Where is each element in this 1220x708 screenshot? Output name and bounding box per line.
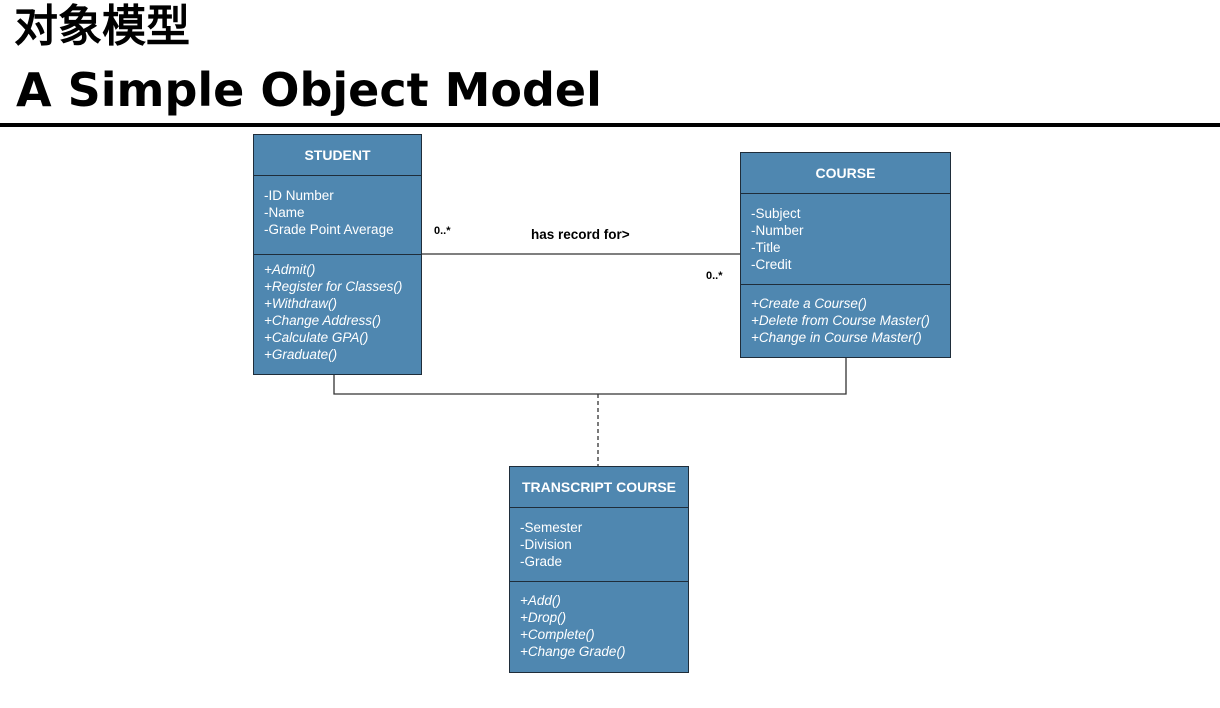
operation: +Admit()	[264, 262, 316, 277]
operation: +Change Address()	[264, 313, 381, 328]
class-student-operations: +Admit() +Register for Classes() +Withdr…	[254, 255, 421, 363]
operation: +Drop()	[520, 610, 567, 625]
class-course-attributes: -Subject -Number -Title -Credit	[741, 194, 950, 285]
class-transcript-course-operations: +Add() +Drop() +Complete() +Change Grade…	[510, 582, 688, 660]
attribute: -Grade	[520, 554, 563, 569]
operation: +Withdraw()	[264, 296, 338, 311]
class-transcript-course[interactable]: TRANSCRIPT COURSE -Semester -Division -G…	[509, 466, 689, 673]
class-student-name: STUDENT	[254, 135, 421, 176]
attribute: -ID Number	[264, 188, 334, 203]
class-course-operations: +Create a Course() +Delete from Course M…	[741, 285, 950, 346]
class-student-attributes: -ID Number -Name -Grade Point Average	[254, 176, 421, 255]
multiplicity-student: 0..*	[434, 225, 451, 237]
attribute: -Name	[264, 205, 305, 220]
class-course[interactable]: COURSE -Subject -Number -Title -Credit +…	[740, 152, 951, 358]
attribute: -Division	[520, 537, 572, 552]
operation: +Complete()	[520, 627, 595, 642]
class-transcript-course-attributes: -Semester -Division -Grade	[510, 508, 688, 582]
operation: +Graduate()	[264, 347, 338, 362]
operation: +Create a Course()	[751, 296, 867, 311]
association-label: has record for>	[531, 227, 630, 242]
association-class-connector	[333, 358, 847, 395]
attribute: -Subject	[751, 206, 801, 221]
operation: +Delete from Course Master()	[751, 313, 930, 328]
attribute: -Title	[751, 240, 781, 255]
operation: +Add()	[520, 593, 561, 608]
class-transcript-course-name: TRANSCRIPT COURSE	[510, 467, 688, 508]
attribute: -Number	[751, 223, 804, 238]
title-divider	[0, 123, 1220, 127]
page-title-chinese: 对象模型	[14, 1, 190, 52]
class-student[interactable]: STUDENT -ID Number -Name -Grade Point Av…	[253, 134, 422, 375]
attribute: -Semester	[520, 520, 583, 535]
operation: +Register for Classes()	[264, 279, 403, 294]
operation: +Change in Course Master()	[751, 330, 922, 345]
operation: +Change Grade()	[520, 644, 626, 659]
attribute: -Grade Point Average	[264, 222, 394, 237]
class-course-name: COURSE	[741, 153, 950, 194]
operation: +Calculate GPA()	[264, 330, 369, 345]
multiplicity-course: 0..*	[706, 270, 723, 282]
page-title: A Simple Object Model	[16, 63, 602, 117]
attribute: -Credit	[751, 257, 792, 272]
